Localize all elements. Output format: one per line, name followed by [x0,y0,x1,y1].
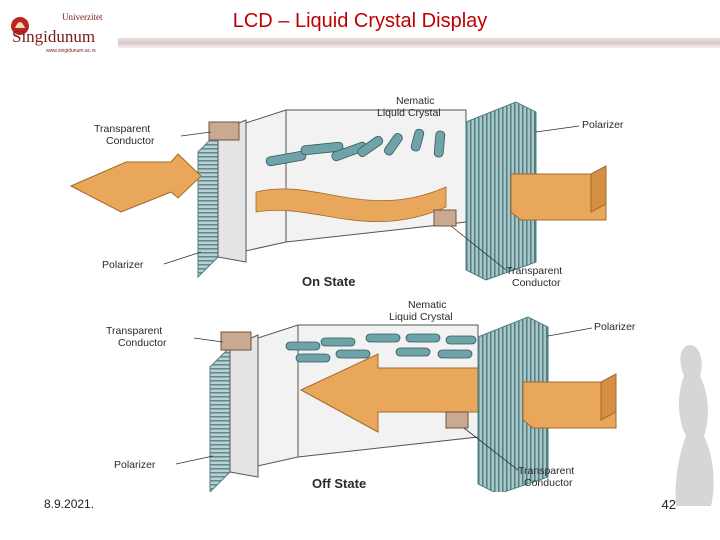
on-label-tc-right-2: Conductor [512,277,561,289]
lcd-diagram: Transparent Conductor Nematic Liquid Cry… [66,92,666,492]
on-state-label: On State [302,274,355,289]
off-label-nematic-1: Nematic [408,299,447,311]
on-conductor-right [434,210,456,226]
off-label-polarizer-left: Polarizer [114,459,156,471]
on-left-polarizer [198,132,218,277]
lcd-diagram-svg: Transparent Conductor Nematic Liquid Cry… [66,92,666,492]
decorative-statue-watermark [656,336,720,506]
off-label-polarizer-right: Polarizer [594,321,636,333]
on-label-tc-right-1: Transparent [506,265,562,277]
off-conductor-right [446,412,468,428]
on-label-tc-left-1: Transparent [94,123,150,135]
on-label-nematic-2: Liquid Crystal [377,107,441,119]
off-label-tc-left-1: Transparent [106,325,162,337]
on-label-tc-left-2: Conductor [106,135,155,147]
on-input-arrow [71,154,201,212]
off-label-tc-left-2: Conductor [118,337,167,349]
footer-date: 8.9.2021. [44,497,94,511]
off-label-tc-right-1: Transparent [518,465,574,477]
on-label-polarizer-left: Polarizer [102,259,144,271]
on-label-nematic-1: Nematic [396,95,435,107]
logo-line3: www.singidunum.ac.rs [46,48,96,54]
off-left-polarizer [210,347,230,492]
off-state-label: Off State [312,476,366,491]
header-rule [118,38,720,48]
on-label-polarizer-right: Polarizer [582,119,624,131]
off-label-nematic-2: Liquid Crystal [389,311,453,323]
off-state-diagram: Transparent Conductor Nematic Liquid Cry… [106,299,636,492]
off-label-tc-right-2: Conductor [524,477,573,489]
on-conductor-left [209,122,239,140]
footer-page-number: 42 [662,497,676,512]
off-conductor-left [221,332,251,350]
slide-title: LCD – Liquid Crystal Display [0,10,720,33]
on-state-diagram: Transparent Conductor Nematic Liquid Cry… [71,95,624,289]
